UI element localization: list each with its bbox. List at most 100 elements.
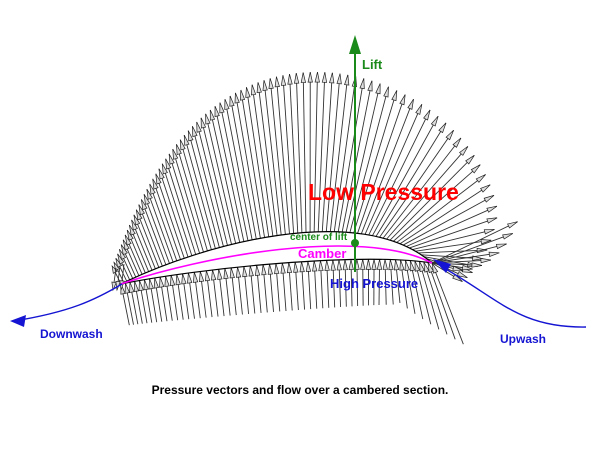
pressure-vector-arrowhead-icon [170,275,176,287]
upper-pressure-vector [325,73,342,232]
upper-pressure-vector [409,217,498,249]
upper-pressure-vector [329,74,350,232]
pressure-vector-arrowhead-icon [404,260,410,271]
pressure-vector-shaft [257,82,278,236]
pressure-vector-arrowhead-icon [141,199,148,211]
pressure-vector-shaft [187,130,220,248]
pressure-vector-arrowhead-icon [274,263,280,275]
lower-surface-pressure-vectors [111,259,464,345]
pressure-vector-arrowhead-icon [179,139,186,151]
upper-pressure-vector [313,71,320,232]
pressure-vector-arrowhead-icon [312,260,318,272]
upper-pressure-vector [176,144,208,252]
pressure-vector-arrowhead-icon [181,273,187,285]
lower-pressure-vector [371,259,377,306]
pressure-vector-arrowhead-icon [438,122,447,134]
pressure-vector-arrowhead-icon [305,261,312,272]
lower-pressure-vector [431,262,464,345]
pressure-vector-shaft [240,89,266,238]
pressure-vector-shaft [152,178,181,260]
pressure-vector-shaft [165,158,197,255]
pressure-vector-arrowhead-icon [152,178,159,190]
upper-pressure-vector [364,104,423,235]
pressure-vector-arrowhead-icon [465,154,475,165]
pressure-vector-arrowhead-icon [348,259,354,270]
pressure-vector-arrowhead-icon [367,80,373,92]
center-of-lift-label: center of lift [290,232,348,243]
lower-pressure-vector [365,259,372,306]
lower-pressure-vector [293,262,299,311]
upper-pressure-vector [293,73,303,233]
lift-label: Lift [362,57,383,72]
upper-pressure-vector [152,178,181,260]
pressure-vector-arrowhead-icon [117,253,125,265]
pressure-vector-shaft [155,173,185,259]
pressure-vector-shaft [161,163,193,256]
pressure-vector-shaft [431,221,518,264]
lower-pressure-vector [305,261,312,310]
pressure-vector-arrowhead-icon [200,117,207,129]
pressure-vector-arrowhead-icon [456,271,468,279]
lift-arrowhead-icon [349,35,361,54]
pressure-vector-arrowhead-icon [274,76,280,88]
lower-pressure-vector [336,259,342,308]
high-pressure-label: High Pressure [330,276,418,291]
pressure-vector-arrowhead-icon [223,268,229,280]
pressure-vector-arrowhead-icon [165,158,172,170]
pressure-vector-shaft [382,137,462,239]
pressure-vector-arrowhead-icon [187,130,194,142]
pressure-vector-shaft [140,199,167,265]
pressure-vector-shaft [183,134,216,249]
upper-pressure-vector [393,164,481,242]
pressure-vector-arrowhead-icon [113,261,121,271]
pressure-vector-arrowhead-icon [480,184,491,193]
pressure-vector-arrowhead-icon [452,265,464,272]
pressure-vector-arrowhead-icon [176,144,182,156]
lower-pressure-vector [187,272,195,319]
lower-pressure-vector [376,259,383,305]
pressure-vector-arrowhead-icon [148,278,154,290]
upper-pressure-vector [399,184,491,245]
pressure-vector-arrowhead-icon [172,148,179,160]
pressure-vector-shaft [412,229,495,251]
upper-pressure-vector [431,262,463,282]
pressure-vector-arrowhead-icon [419,261,425,273]
pressure-vector-arrowhead-icon [245,87,251,98]
pressure-vector-arrowhead-icon [120,244,128,256]
pressure-vector-arrowhead-icon [300,72,306,83]
upper-pressure-vector [214,106,245,242]
pressure-vector-arrowhead-icon [321,72,328,83]
pressure-vector-shaft [431,243,507,264]
pressure-vector-shaft [393,164,481,242]
pressure-vector-arrowhead-icon [324,260,330,271]
pressure-vector-arrowhead-icon [399,94,406,106]
camber-line [120,245,433,285]
upper-pressure-vector [168,153,201,254]
upper-pressure-vector [268,78,286,235]
upper-pressure-vector [128,224,150,272]
pressure-vector-shaft [409,217,498,249]
figure-caption: Pressure vectors and flow over a cambere… [151,383,449,397]
lower-pressure-vector [388,259,394,305]
lower-pressure-vector [229,267,237,316]
upper-pressure-vector [372,115,439,236]
downwash-flow-line [13,283,123,322]
pressure-vector-arrowhead-icon [155,173,162,185]
upper-pressure-vector [406,205,498,247]
pressure-vector-shaft [406,205,498,247]
downwash-label: Downwash [40,327,103,341]
upper-pressure-vector [158,168,189,258]
pressure-vector-arrowhead-icon [209,109,216,121]
pressure-vector-arrowhead-icon [250,84,257,96]
upper-pressure-vector [396,174,486,243]
pressure-vector-arrowhead-icon [267,264,273,275]
pressure-vector-shaft [251,84,274,237]
pressure-vector-arrowhead-icon [329,72,335,84]
leading-edge-pressure-vector [431,243,507,264]
pressure-vector-arrowhead-icon [423,109,431,121]
leading-edge-pressure-vector [431,251,500,264]
upper-pressure-vector [219,102,249,241]
pressure-vector-shaft [214,106,245,242]
upper-pressure-vector [307,72,313,233]
